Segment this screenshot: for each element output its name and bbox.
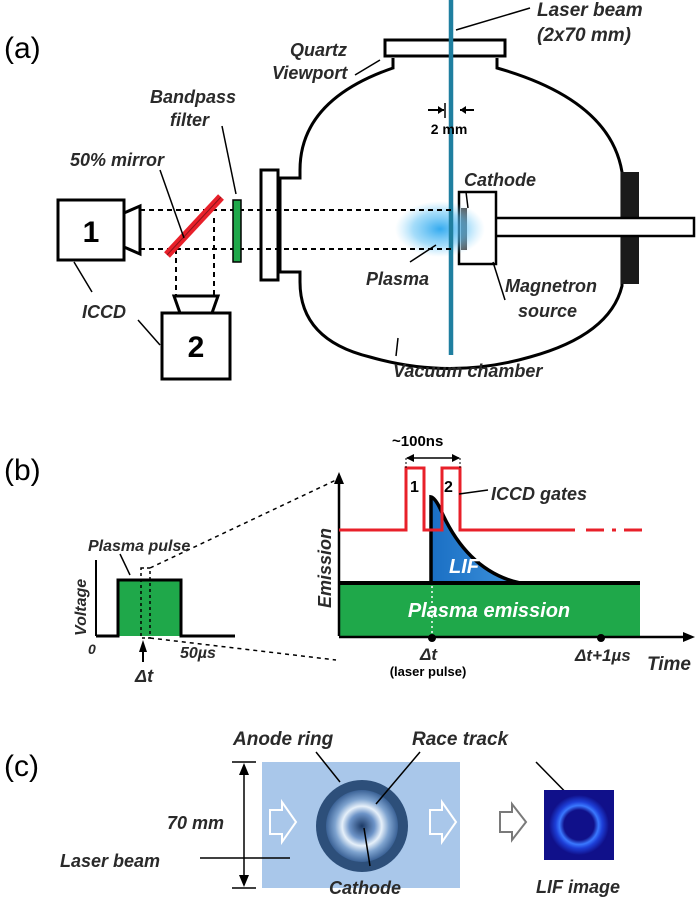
laser-size-label: (2x70 mm) [537, 25, 631, 46]
emission-label: Emission [315, 528, 335, 608]
camera-1-lens [122, 203, 142, 257]
width-100ns-label: ~100ns [392, 433, 443, 450]
vacuum-chamber [278, 58, 624, 370]
beam-arrow-right [429, 798, 458, 846]
filter-label: filter [170, 110, 210, 130]
time-label: Time [647, 654, 691, 675]
zoom-window [140, 567, 151, 639]
quartz-label: Quartz [290, 40, 347, 60]
delta-t-small: Δt [134, 666, 154, 686]
race-track-label: Race track [412, 729, 510, 750]
top-flange [383, 38, 507, 58]
cathode-label-c: Cathode [329, 878, 401, 898]
magnetron-label: Magnetron [505, 276, 597, 296]
voltage-label: Voltage [73, 579, 90, 636]
magnetron-rod [492, 216, 696, 238]
delta-t-plus-label: Δt+1µs [574, 646, 631, 665]
lif-label: LIF [449, 556, 480, 578]
laser-pulse-label: (laser pulse) [390, 664, 467, 679]
laser-beam-label-c: Laser beam [60, 851, 160, 871]
panel-c-label: (c) [4, 750, 39, 783]
delta-t-plus-point [597, 634, 605, 642]
camera-2-number: 2 [188, 331, 205, 364]
gate-2-label: 2 [444, 479, 453, 496]
viewport-label: Viewport [272, 63, 348, 83]
cathode-label-a: Cathode [464, 170, 536, 190]
quartz-viewport [259, 168, 280, 282]
tick-50us: 50µs [180, 645, 216, 662]
delta-t-point [428, 634, 436, 642]
gap-label: 2 mm [431, 121, 468, 137]
plasma-glow [395, 201, 485, 257]
plasma-emission-label: Plasma emission [408, 600, 570, 622]
camera-2-lens [171, 294, 221, 315]
delta-t-label: Δt [419, 645, 438, 664]
camera-1-number: 1 [83, 216, 100, 249]
plasma-pulse-label: Plasma pulse [88, 538, 190, 555]
result-arrow-icon [499, 801, 528, 843]
lif-area [431, 497, 560, 584]
tick-zero: 0 [88, 641, 96, 657]
beam-arrow-left [269, 798, 298, 846]
panel-b-label: (b) [4, 454, 41, 487]
iccd-gates-label: ICCD gates [491, 484, 587, 504]
plasma-emission-area [339, 584, 640, 636]
lif-image-ring [549, 795, 609, 855]
laser-beam-label: Laser beam [537, 0, 643, 21]
iccd-camera-2 [160, 311, 232, 381]
bandpass-filter [232, 199, 242, 263]
gate-1-label: 1 [410, 479, 419, 496]
cathode-disk [326, 790, 398, 862]
anode-ring-label: Anode ring [232, 729, 334, 750]
panel-a-label: (a) [4, 32, 41, 65]
size-label: 70 mm [167, 813, 224, 833]
iccd-gate-trace [339, 466, 575, 532]
bandpass-label: Bandpass [150, 87, 236, 107]
vacuum-label: Vacuum chamber [393, 361, 543, 381]
source-label: source [518, 301, 577, 321]
mirror-label: 50% mirror [70, 150, 165, 170]
iccd-label: ICCD [82, 302, 126, 322]
lif-image-label: LIF image [536, 877, 620, 897]
plasma-label: Plasma [366, 269, 429, 289]
half-mirror [164, 194, 224, 258]
